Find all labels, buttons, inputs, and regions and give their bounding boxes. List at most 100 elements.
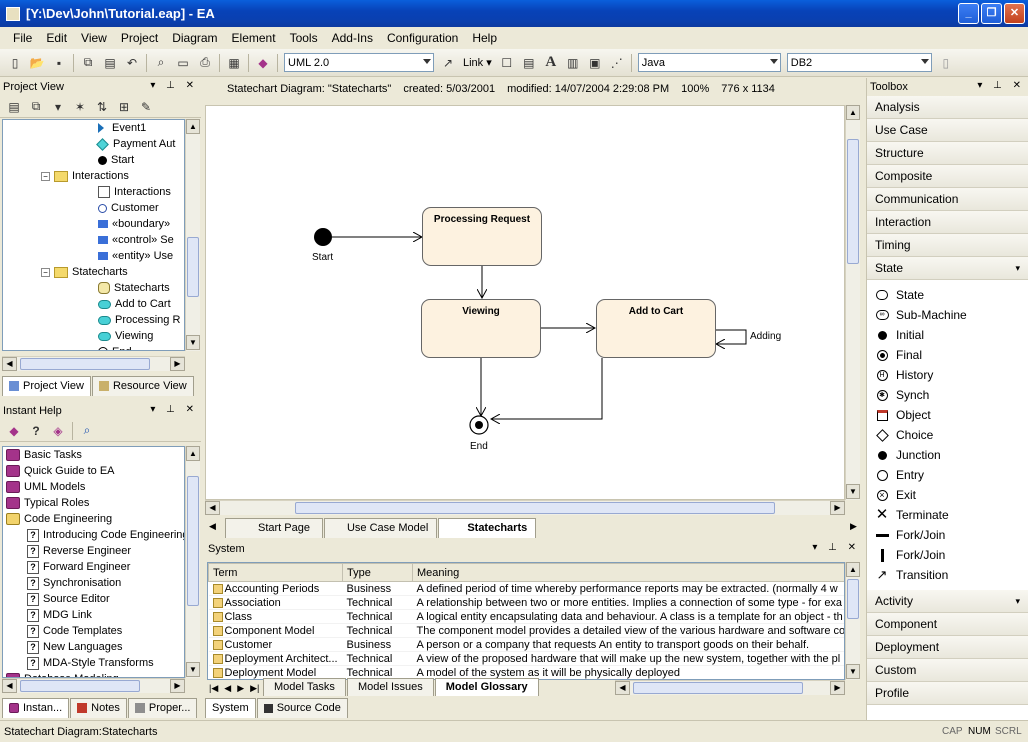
state-viewing[interactable]: Viewing: [421, 299, 541, 358]
diagram-vscroll[interactable]: ▲ ▼: [845, 105, 860, 500]
dashed-line-icon[interactable]: ⋰: [610, 55, 623, 70]
menu-edit[interactable]: Edit: [46, 31, 68, 45]
link-arrow-icon[interactable]: ↗: [442, 55, 454, 70]
glossary-vscroll[interactable]: ▲ ▼: [845, 562, 860, 680]
collapse-arrow-icon[interactable]: ▾: [1015, 263, 1020, 273]
help-item[interactable]: Quick Guide to EA: [3, 463, 184, 479]
toolbox-category[interactable]: Interaction: [867, 211, 1028, 234]
state-processing-request[interactable]: Processing Request: [422, 207, 542, 266]
toolbox-item[interactable]: Fork/Join: [867, 545, 1028, 565]
tab-properties[interactable]: Proper...: [127, 698, 198, 718]
help-item[interactable]: Typical Roles: [3, 495, 184, 511]
toolbox-category[interactable]: Activity▾: [867, 590, 1028, 613]
uml-version-select[interactable]: UML 2.0: [284, 53, 434, 72]
tree-item[interactable]: −Interactions: [3, 168, 184, 184]
notes-icon[interactable]: ▦: [228, 55, 240, 70]
rectangle-icon[interactable]: ☐: [501, 55, 513, 70]
menu-diagram[interactable]: Diagram: [172, 31, 218, 45]
tree-item[interactable]: Add to Cart: [3, 296, 184, 312]
help-item[interactable]: ?Source Editor: [3, 591, 184, 607]
tab-model-issues[interactable]: Model Issues: [346, 678, 434, 696]
dropdown-icon[interactable]: ▾: [54, 99, 62, 114]
last-tab-icon[interactable]: ▶|: [250, 682, 260, 693]
toolbox-controls[interactable]: ▾ ⊥ ✕: [977, 80, 1025, 91]
tree-item[interactable]: «entity» Use: [3, 248, 184, 264]
new-diagram-icon[interactable]: ✶: [74, 99, 86, 114]
help-index-icon[interactable]: ◈: [53, 423, 63, 438]
language-select[interactable]: Java: [637, 53, 781, 72]
tab-project-view[interactable]: Project View: [2, 376, 91, 396]
help-search-icon[interactable]: ⌕: [83, 423, 91, 437]
tabs-scroll-right-icon[interactable]: ▶: [850, 521, 857, 531]
toolbox-item[interactable]: Initial: [867, 325, 1028, 345]
menu-add-ins[interactable]: Add-Ins: [331, 31, 373, 45]
column-meaning[interactable]: Meaning: [412, 563, 844, 582]
copy-icon[interactable]: ⧉: [83, 55, 93, 69]
tab-use-case-model[interactable]: Use Case Model: [323, 518, 438, 538]
toolbox-category-state[interactable]: State ▾: [867, 257, 1028, 280]
help-item[interactable]: Database Modeling: [3, 671, 184, 677]
toolbox-item[interactable]: Junction: [867, 445, 1028, 465]
toolbox-category[interactable]: Profile: [867, 682, 1028, 705]
help-item[interactable]: Basic Tasks: [3, 447, 184, 463]
column-term[interactable]: Term: [208, 563, 343, 582]
collapse-icon[interactable]: −: [41, 171, 50, 181]
toolbox-item[interactable]: State: [867, 285, 1028, 305]
state-add-to-cart[interactable]: Add to Cart: [596, 299, 716, 358]
tree-item[interactable]: Interactions: [3, 184, 184, 200]
menu-tools[interactable]: Tools: [289, 31, 318, 45]
toolbox-item[interactable]: ↗Transition: [867, 565, 1028, 585]
tab-instant-help[interactable]: Instan...: [2, 698, 70, 718]
tree-item[interactable]: Payment Aut: [3, 136, 184, 152]
toolbox-item[interactable]: ×Exit: [867, 485, 1028, 505]
tree-item[interactable]: «boundary»: [3, 216, 184, 232]
tree-item[interactable]: Processing R: [3, 312, 184, 328]
project-tree-hscroll[interactable]: ◀ ▶: [2, 356, 185, 371]
help-book-icon[interactable]: ◆: [258, 55, 268, 70]
toolbox-category[interactable]: Communication: [867, 188, 1028, 211]
document-icon[interactable]: ▭: [177, 55, 189, 70]
help-book-icon[interactable]: ◆: [9, 423, 19, 438]
help-item[interactable]: ?Reverse Engineer: [3, 543, 184, 559]
tab-statecharts[interactable]: Statecharts: [438, 518, 537, 538]
save-icon[interactable]: ▪: [56, 55, 62, 70]
help-item[interactable]: UML Models: [3, 479, 184, 495]
expand-arrow-icon[interactable]: ▾: [1015, 596, 1020, 606]
tab-system[interactable]: System: [205, 698, 256, 718]
toolbox-category[interactable]: Structure: [867, 142, 1028, 165]
properties-icon[interactable]: ✎: [140, 99, 152, 114]
toolbox-item[interactable]: Entry: [867, 465, 1028, 485]
minimize-button[interactable]: _: [958, 3, 979, 24]
toolbox-item[interactable]: Final: [867, 345, 1028, 365]
glossary-hscroll[interactable]: ◀ ▶: [615, 680, 845, 695]
toolbox-category[interactable]: Analysis: [867, 96, 1028, 119]
prev-tab-icon[interactable]: ◀: [224, 682, 232, 693]
menu-project[interactable]: Project: [120, 31, 159, 45]
initial-node[interactable]: [314, 228, 332, 246]
print-icon[interactable]: ⎙: [200, 55, 210, 69]
new-file-icon[interactable]: ▯: [11, 55, 19, 70]
tree-item[interactable]: Statecharts: [3, 280, 184, 296]
text-icon[interactable]: A: [545, 54, 557, 70]
tab-model-glossary[interactable]: Model Glossary: [434, 678, 539, 696]
menu-configuration[interactable]: Configuration: [386, 31, 459, 45]
menu-view[interactable]: View: [81, 31, 107, 45]
tree-item[interactable]: Viewing: [3, 328, 184, 344]
tree-item[interactable]: Customer: [3, 200, 184, 216]
maximize-button[interactable]: ❐: [981, 3, 1002, 24]
toolbox-category[interactable]: Custom: [867, 659, 1028, 682]
toolbox-item[interactable]: ∞Sub-Machine: [867, 305, 1028, 325]
toolbox-category[interactable]: Component: [867, 613, 1028, 636]
help-item[interactable]: ?Synchronisation: [3, 575, 184, 591]
note-icon[interactable]: ▤: [523, 55, 535, 70]
menu-help[interactable]: Help: [472, 31, 498, 45]
tab-start-page[interactable]: Start Page: [225, 518, 323, 538]
find-icon[interactable]: ⌕: [157, 55, 165, 69]
